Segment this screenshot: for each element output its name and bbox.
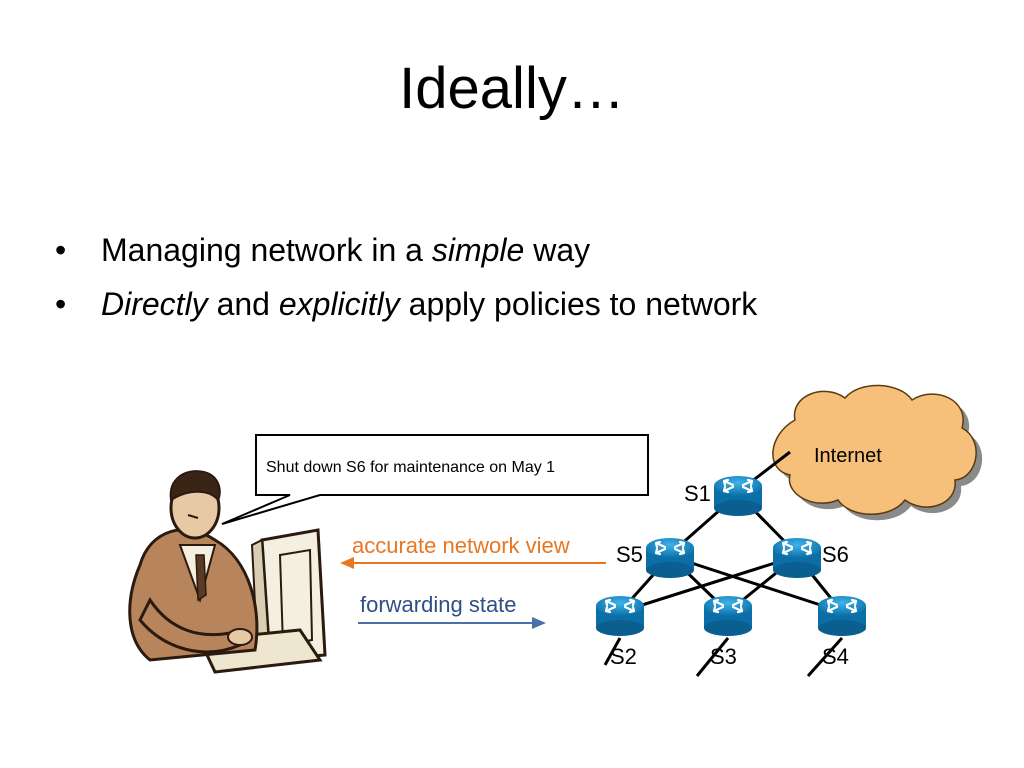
bullet-dot: • <box>55 232 67 268</box>
link-s2-down <box>603 637 622 666</box>
link-s3-down <box>695 637 730 677</box>
switch-label: S3 <box>710 644 737 669</box>
bullet-emphasis: simple <box>431 232 525 268</box>
bullet-text: apply policies to network <box>399 286 758 322</box>
bullet-item-apply-policies: • Directly and explicitly apply policies… <box>55 282 757 336</box>
switch-s2: S2 <box>594 594 646 669</box>
switch-icon <box>771 536 823 580</box>
bullet-emphasis: explicitly <box>278 286 400 322</box>
switch-s1: S1 <box>684 474 764 518</box>
forwarding-state-label: forwarding state <box>360 592 517 617</box>
bullet-item-simple-way: • Managing network in a simple way <box>55 228 757 282</box>
accurate-network-view-arrow: accurate network view <box>340 533 606 569</box>
link-s6-s2 <box>619 554 798 614</box>
switch-s6: S6 <box>771 536 849 580</box>
switch-s3: S3 <box>702 594 754 669</box>
accurate-network-view-label: accurate network view <box>352 533 570 558</box>
link-s4-down <box>806 636 844 678</box>
bullet-dot: • <box>55 286 67 322</box>
forwarding-state-arrow: forwarding state <box>358 592 546 629</box>
switch-icon <box>702 594 754 638</box>
bullet-list: • Managing network in a simple way • Dir… <box>55 228 757 336</box>
internet-label: Internet <box>814 445 882 467</box>
link-s5-s4 <box>669 554 843 614</box>
switch-s4: S4 <box>816 594 868 669</box>
slide-title: Ideally… <box>399 56 625 121</box>
person-at-computer-illustration <box>128 470 327 674</box>
bullet-text: and <box>207 286 279 322</box>
switch-label: S2 <box>610 644 637 669</box>
bullet-emphasis: Directly <box>101 286 208 322</box>
switch-s5: S5 <box>616 536 696 580</box>
bullet-text: Managing network in a <box>101 232 432 268</box>
bullet-text: way <box>524 232 591 268</box>
speech-bubble-text: Shut down S6 for maintenance on May 1 <box>266 459 555 476</box>
switch-icon <box>816 594 868 638</box>
switch-label: S5 <box>616 542 643 567</box>
switch-icon <box>712 474 764 518</box>
speech-bubble: Shut down S6 for maintenance on May 1 <box>221 434 649 525</box>
switch-label: S1 <box>684 481 711 506</box>
switch-label: S4 <box>822 644 849 669</box>
switch-label: S6 <box>822 542 849 567</box>
switch-icon <box>594 594 646 638</box>
switch-icon <box>644 536 696 580</box>
internet-cloud: Internet <box>772 384 983 521</box>
